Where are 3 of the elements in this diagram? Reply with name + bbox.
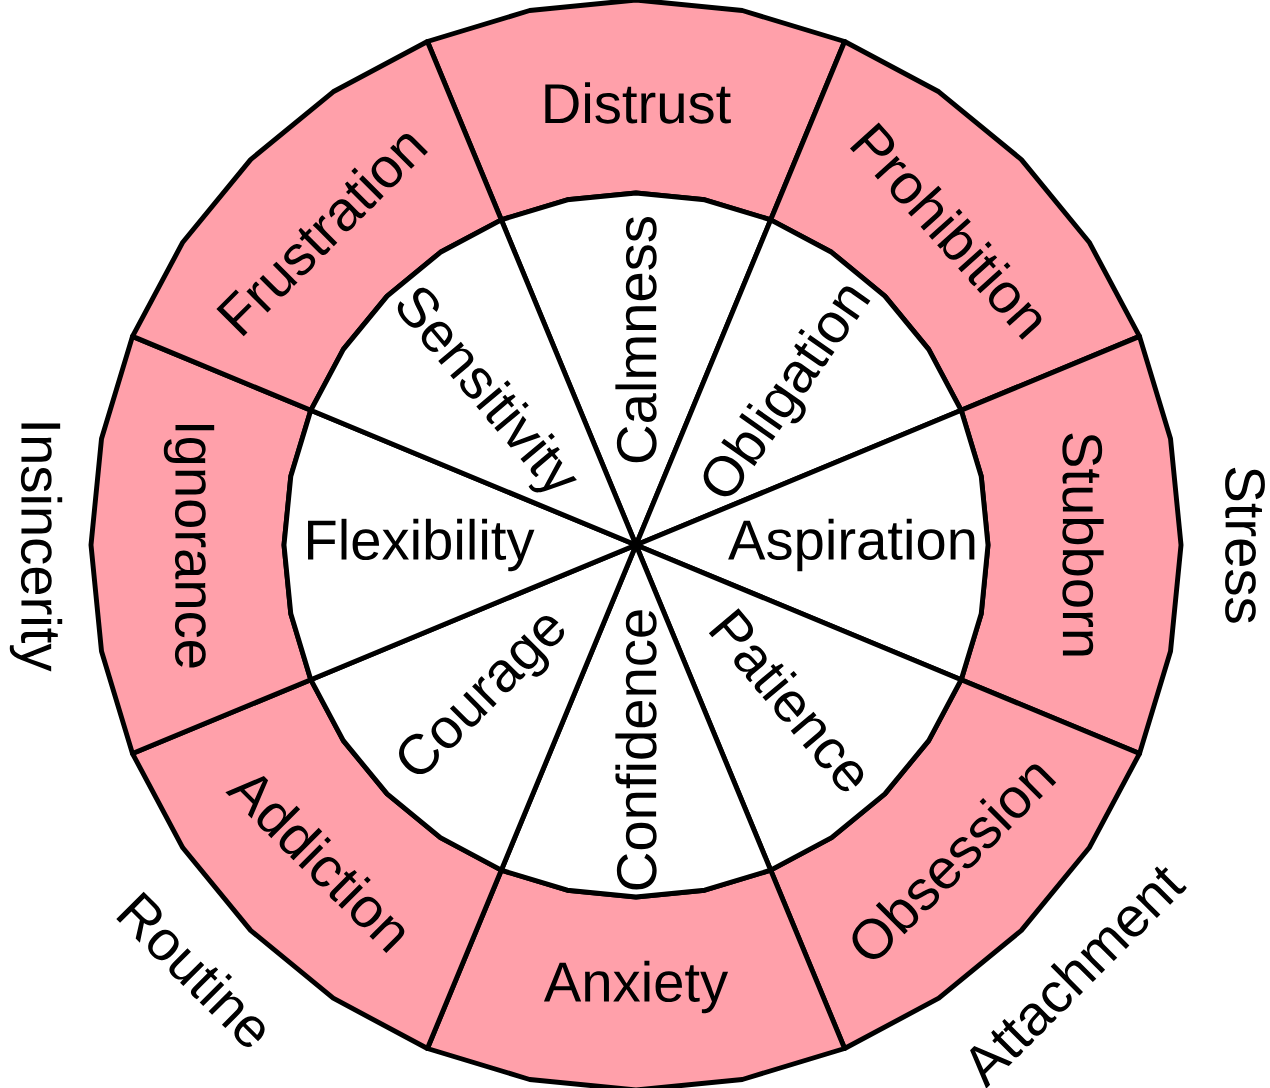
outer-label: Insincerity xyxy=(9,423,63,672)
outer-label: Stress xyxy=(1225,467,1265,623)
node-label: Anxiety xyxy=(543,960,729,1014)
